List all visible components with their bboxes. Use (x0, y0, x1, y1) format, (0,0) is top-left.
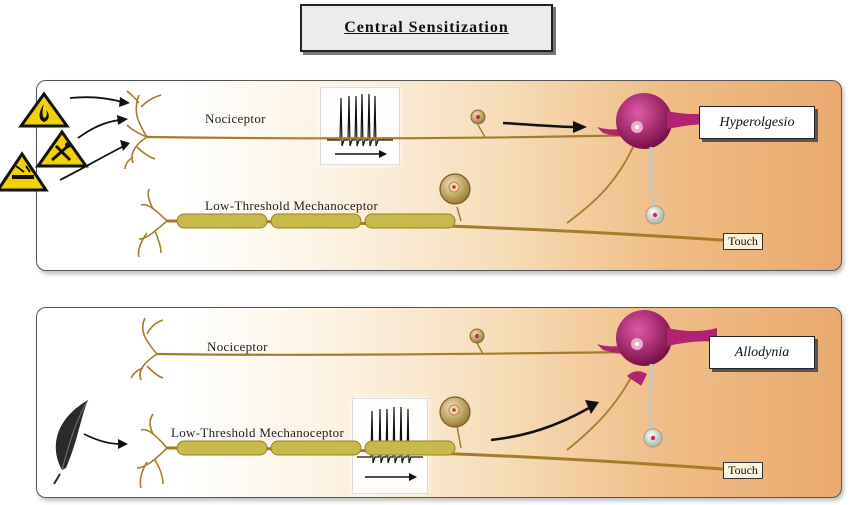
spike-direction-arrow (409, 473, 417, 481)
nociceptor-spike-train-box (320, 87, 400, 165)
myelin-sheath (176, 440, 456, 456)
dorsal-horn-neuron (616, 93, 672, 149)
title-box: Central Sensitization (300, 4, 553, 52)
spike-trace (357, 406, 423, 464)
toxic-hazard-icon (35, 129, 89, 168)
nociceptor-axon (156, 350, 638, 356)
touch-label: Touch (728, 463, 758, 477)
stimulus-arrows (59, 96, 125, 181)
action-potential-burst (327, 93, 393, 158)
mechanoceptor-collateral (566, 373, 634, 451)
panel2-neurons (130, 310, 738, 489)
spike-direction-arrow (379, 150, 387, 158)
nociceptor-label: Nociceptor (205, 111, 266, 126)
nociceptor-label: Nociceptor (207, 339, 268, 354)
myelin-sheath (176, 213, 456, 229)
mechanoceptor-label: Low-Threshold Mechanoceptor (171, 425, 345, 440)
fire-hazard-icon (18, 91, 70, 128)
spike-trace (327, 93, 393, 147)
outcome-hyperalgesia-box: Hyperolgesio (699, 106, 815, 139)
nociceptor-dendrites (124, 90, 162, 170)
mechanoceptor-dendrites (137, 188, 168, 258)
diagram-title: Central Sensitization (344, 19, 509, 36)
sensitization-arrow (573, 121, 587, 133)
mechanoceptor-label: Low-Threshold Mechanoceptor (205, 198, 379, 213)
touch-box: Touch (723, 462, 763, 479)
nociceptor-dendrites (130, 317, 164, 381)
feather-icon (53, 399, 89, 485)
interneuron-process (648, 363, 655, 433)
outcome-allodynia-box: Allodynia (709, 336, 815, 369)
interneuron-process (649, 146, 657, 210)
touch-box: Touch (723, 233, 763, 250)
panel1-neurons (124, 90, 738, 258)
outcome-label: Hyperolgesio (719, 114, 795, 130)
mechanoceptor-collateral (566, 146, 634, 224)
dorsal-horn-neuron (616, 310, 672, 366)
sensitization-arrow (585, 400, 599, 414)
corrosive-hazard-icon (0, 151, 49, 192)
touch-label: Touch (728, 234, 758, 248)
nociceptor-axon (146, 133, 638, 140)
mechanoceptor-dendrites (136, 413, 168, 489)
stimulus-arrows (83, 433, 121, 445)
outcome-label: Allodynia (734, 344, 790, 360)
panel-allodynia: Nociceptor Low-Threshold Mechanoceptor A… (36, 307, 842, 498)
action-potential-burst (357, 406, 423, 481)
panel-hyperalgesia: Nociceptor Low-Threshold Mechanoceptor H… (36, 80, 842, 271)
